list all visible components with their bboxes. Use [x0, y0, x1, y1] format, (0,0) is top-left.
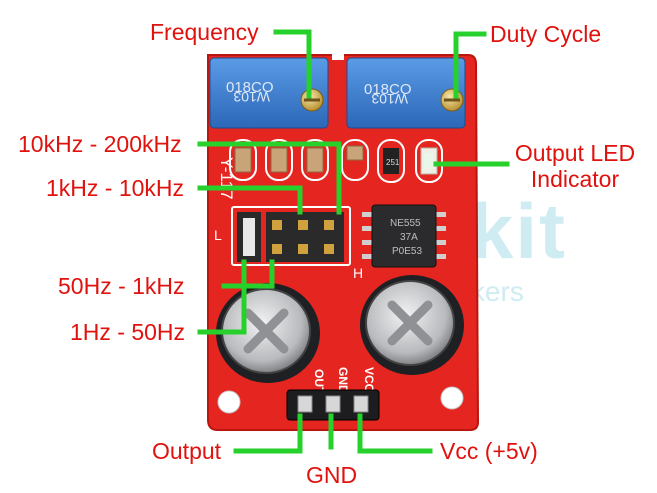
- pot-marking: 018CO: [364, 81, 412, 98]
- leader-range-high: [197, 141, 342, 215]
- label-gnd: GND: [306, 462, 358, 488]
- pot-marking: W103: [233, 89, 270, 105]
- pot-marking: W103: [371, 91, 408, 107]
- smd-resistor: 251: [377, 139, 405, 183]
- leader-frequency: [273, 29, 312, 99]
- resistor-marking: 251: [386, 158, 400, 167]
- label-range-mid: 1kHz - 10kHz: [46, 175, 185, 201]
- label-frequency: Frequency: [150, 19, 259, 45]
- label-output-led-line1: Output LED: [514, 140, 636, 166]
- range-jumper-block: L H: [214, 206, 363, 281]
- electrolytic-capacitor-right: [360, 275, 464, 375]
- pin-label-vcc: VCC: [362, 367, 376, 393]
- pcb-top-notch: [332, 48, 344, 60]
- chip-marking: 37A: [400, 232, 418, 243]
- label-output: Output: [152, 438, 222, 464]
- chip-marking: NE555: [390, 218, 421, 229]
- pot-marking: 018CO: [226, 79, 274, 96]
- pin-label-gnd: GND: [336, 367, 350, 394]
- label-output-led-line2: Indicator: [530, 166, 620, 192]
- pin-header: [286, 389, 380, 421]
- mounting-hole: [217, 390, 241, 414]
- leader-vcc: [357, 413, 433, 454]
- ne555-chip: NE555 37A P0E53: [362, 204, 446, 268]
- chip-marking: P0E53: [392, 246, 422, 257]
- label-range-high: 10kHz - 200kHz: [18, 131, 182, 157]
- label-range-low: 50Hz - 1kHz: [58, 273, 185, 299]
- leader-range-lowest: [197, 259, 247, 335]
- watermark-brand: kit: [470, 187, 568, 275]
- leader-lines: [197, 29, 510, 454]
- leader-duty-cycle: [453, 31, 487, 99]
- leader-range-mid: [197, 185, 303, 215]
- frequency-pot: 018CO W103: [209, 57, 329, 129]
- leader-range-low: [221, 259, 275, 289]
- label-vcc: Vcc (+5v): [440, 438, 538, 464]
- board-model: Y-117: [217, 157, 236, 200]
- jumper-silk-right: H: [353, 265, 363, 281]
- duty-cycle-pot: 018CO W103: [346, 57, 466, 129]
- label-output-led: Output LED Indicator: [505, 140, 645, 192]
- jumper-silk-left: L: [214, 227, 222, 243]
- label-range-lowest: 1Hz - 50Hz: [70, 319, 186, 345]
- label-duty-cycle: Duty Cycle: [490, 21, 602, 47]
- mounting-hole: [440, 386, 464, 410]
- leader-output: [233, 413, 303, 454]
- smd-capacitor-row: [229, 139, 369, 181]
- pin-label-out: OUT: [312, 369, 326, 395]
- output-led: [415, 139, 443, 183]
